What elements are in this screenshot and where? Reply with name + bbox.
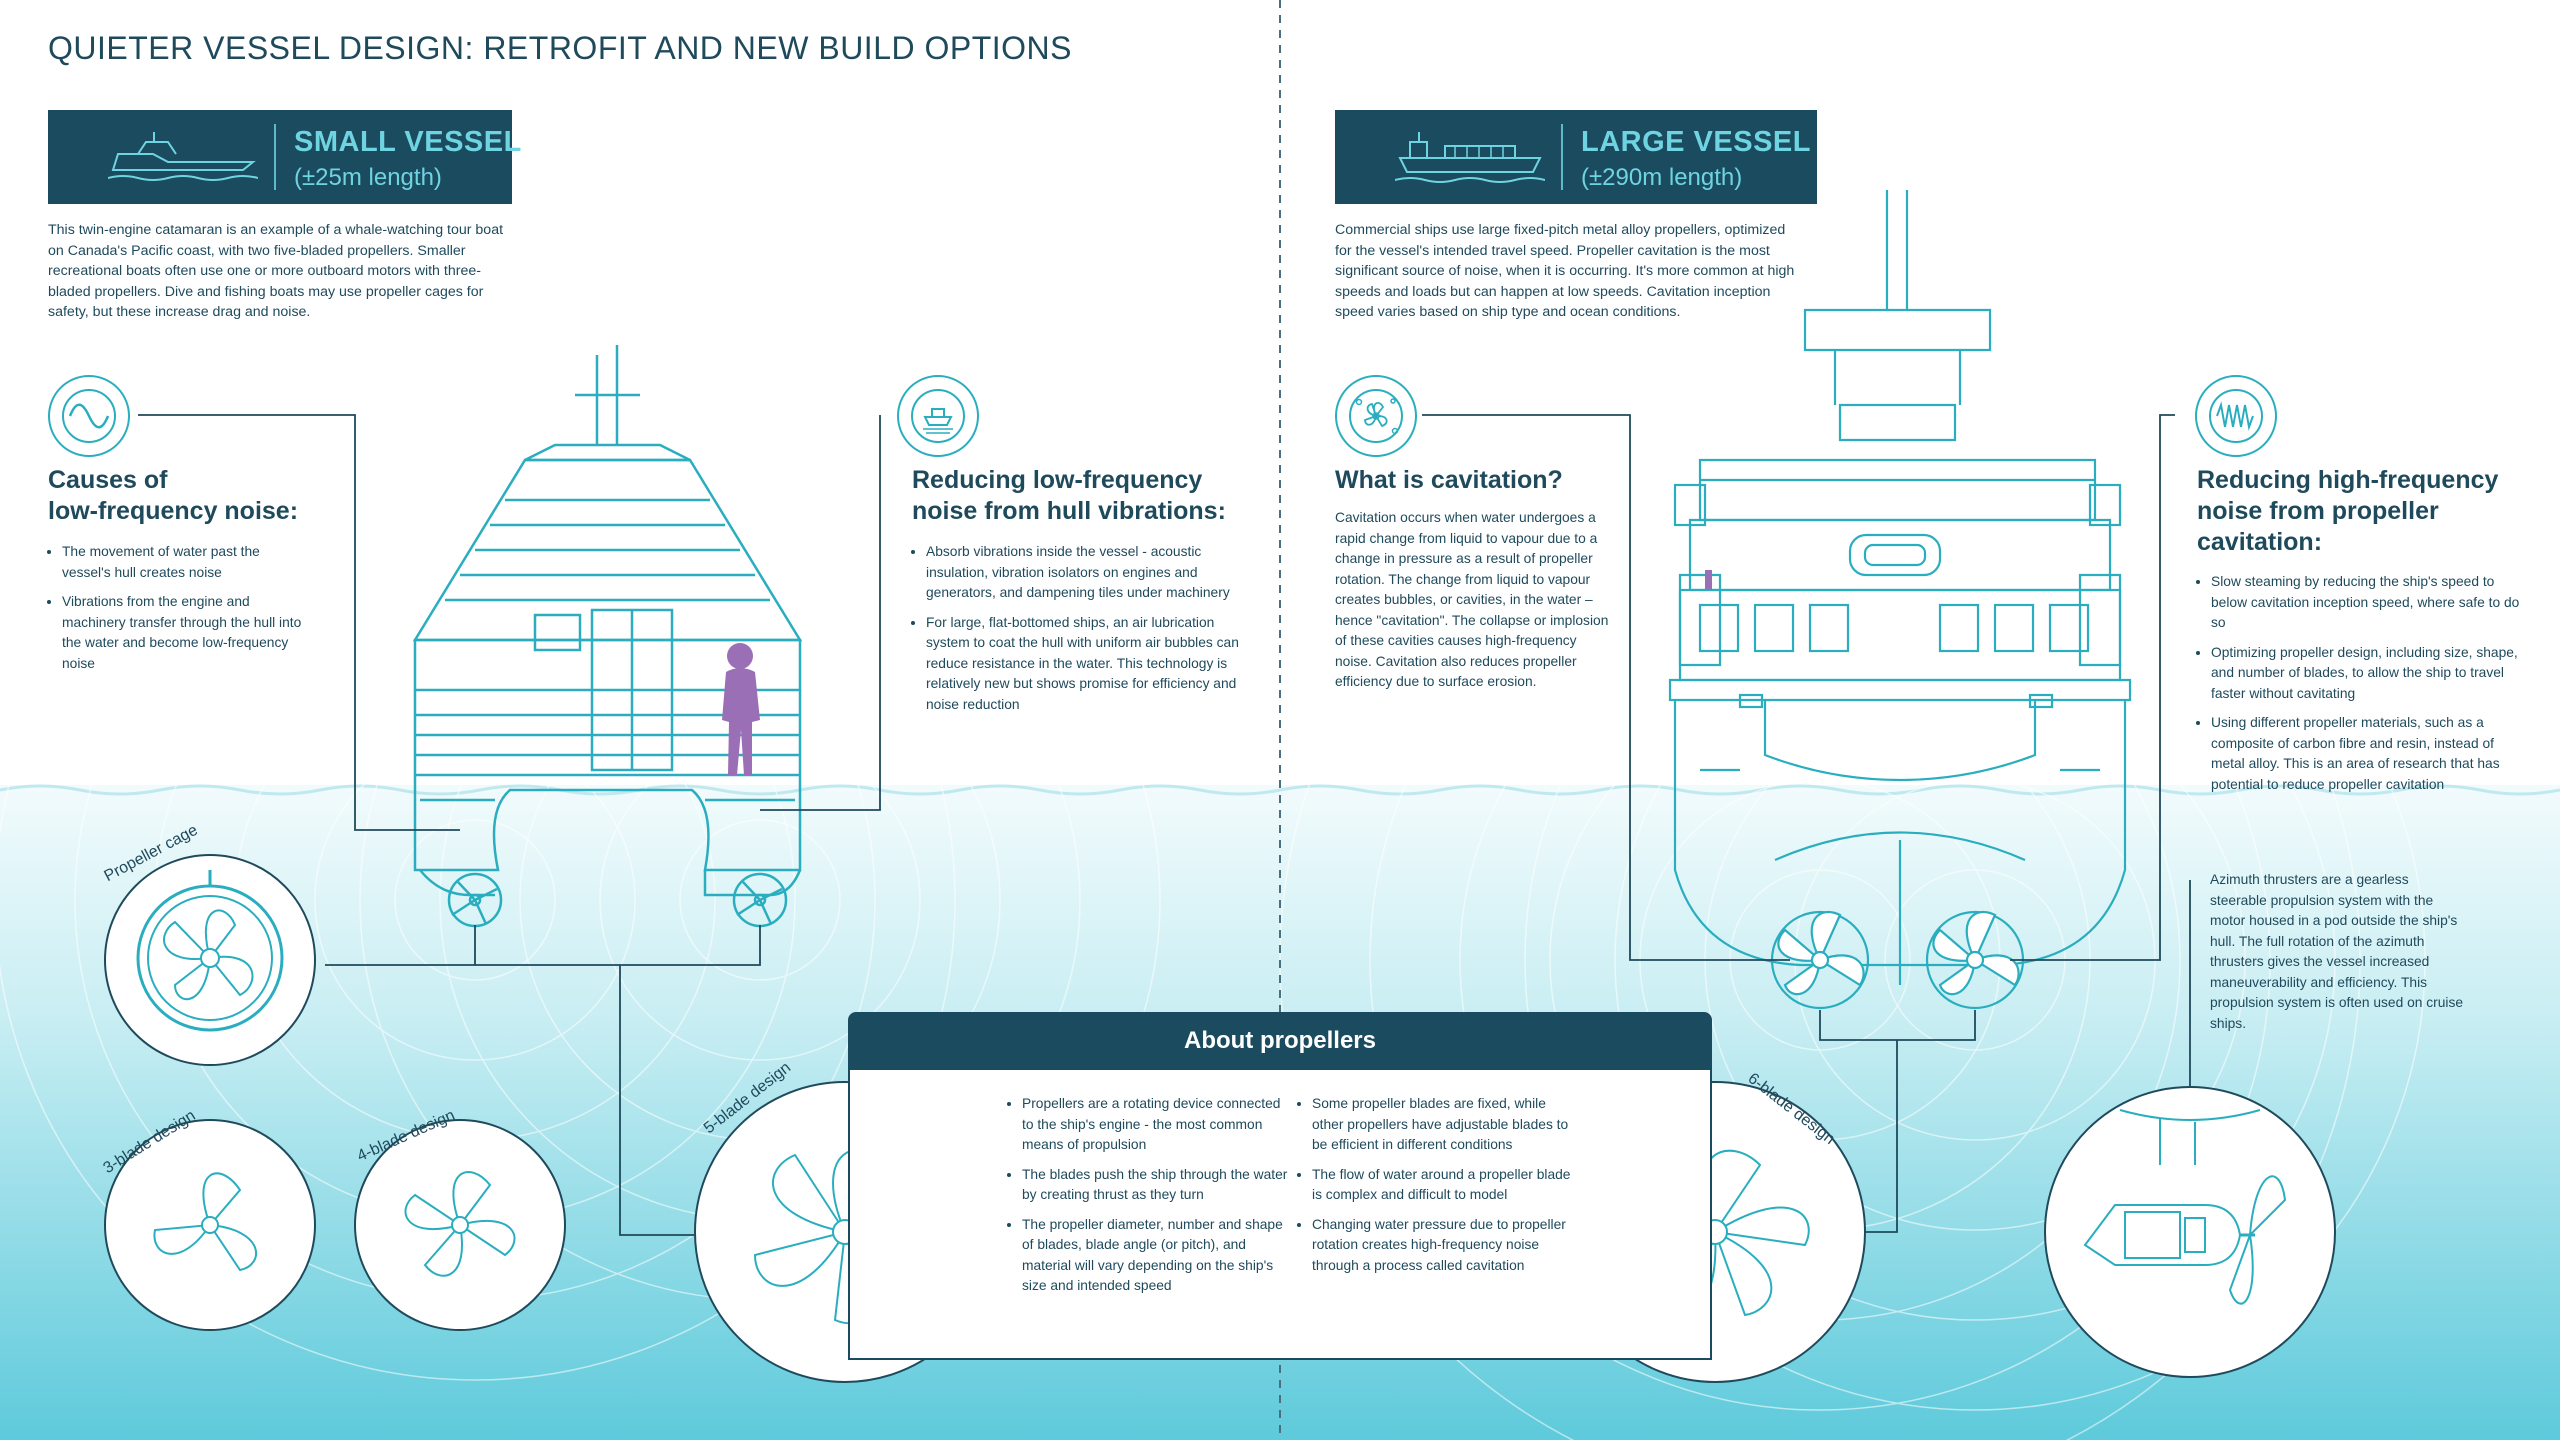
- azimuth-thruster-circle: [2044, 1086, 2336, 1378]
- list-item: Absorb vibrations inside the vessel - ac…: [926, 542, 1256, 604]
- catamaran-drawing: [412, 345, 803, 928]
- cargo-ship-icon: [1395, 132, 1545, 183]
- about-col1-bullets: Propellers are a rotating device connect…: [1008, 1094, 1292, 1306]
- azimuth-text: Azimuth thrusters are a gearless steerab…: [2210, 872, 2464, 1031]
- high-frequency-heading-line2: noise from propeller: [2197, 497, 2439, 525]
- badge-separator: [1561, 124, 1563, 190]
- low-frequency-bullets: The movement of water past the vessel's …: [48, 542, 312, 683]
- low-frequency-heading: Causes of low-frequency noise:: [48, 465, 378, 527]
- small-vessel-badge: SMALL VESSEL (±25m length): [48, 110, 521, 204]
- propeller-bubbles-icon: [1349, 389, 1403, 443]
- large-vessel-intro: Commercial ships use large fixed-pitch m…: [1335, 222, 1795, 320]
- list-item: Propellers are a rotating device connect…: [1022, 1094, 1292, 1156]
- list-item: For large, flat-bottomed ships, an air l…: [926, 613, 1256, 716]
- cavitation-text: Cavitation occurs when water undergoes a…: [1335, 510, 1609, 689]
- list-item: Vibrations from the engine and machinery…: [62, 592, 312, 674]
- large-vessel-label: LARGE VESSEL: [1581, 126, 1811, 158]
- three-blade-circle: [104, 1119, 316, 1331]
- list-item: The movement of water past the vessel's …: [62, 542, 312, 583]
- list-item: Optimizing propeller design, including s…: [2211, 643, 2531, 705]
- high-frequency-wave-icon: [2209, 389, 2263, 443]
- cavitation-icon-circle: [1335, 375, 1417, 457]
- list-item: Some propeller blades are fixed, while o…: [1312, 1094, 1572, 1156]
- high-frequency-heading-line3: cavitation:: [2197, 528, 2323, 556]
- high-frequency-heading: Reducing high-frequency noise from prope…: [2197, 465, 2537, 558]
- low-frequency-heading-line2: low-frequency noise:: [48, 497, 299, 525]
- list-item: The propeller diameter, number and shape…: [1022, 1215, 1292, 1297]
- ship-vibration-icon: [911, 389, 965, 443]
- hull-vibration-heading-line2: noise from hull vibrations:: [912, 497, 1226, 525]
- about-col2-bullets: Some propeller blades are fixed, while o…: [1298, 1094, 1572, 1285]
- small-vessel-intro: This twin-engine catamaran is an example…: [48, 222, 504, 320]
- about-propellers-heading: About propellers: [848, 1012, 1712, 1070]
- low-frequency-icon-circle: [48, 375, 130, 457]
- large-vessel-length: (±290m length): [1581, 164, 1743, 191]
- high-frequency-bullets: Slow steaming by reducing the ship's spe…: [2197, 572, 2531, 804]
- wave-icon: [62, 389, 116, 443]
- about-propellers-panel: [848, 1070, 1712, 1360]
- cavitation-heading: What is cavitation?: [1335, 466, 1563, 494]
- propeller-cage-circle: [104, 854, 316, 1066]
- high-frequency-icon-circle: [2195, 375, 2277, 457]
- list-item: The blades push the ship through the wat…: [1022, 1165, 1292, 1206]
- low-frequency-heading-line1: Causes of: [48, 466, 168, 494]
- small-vessel-length: (±25m length): [294, 164, 442, 191]
- hull-vibration-bullets: Absorb vibrations inside the vessel - ac…: [912, 542, 1256, 724]
- page-title: QUIETER VESSEL DESIGN: RETROFIT AND NEW …: [48, 30, 1072, 66]
- list-item: Using different propeller materials, suc…: [2211, 713, 2531, 795]
- list-item: The flow of water around a propeller bla…: [1312, 1165, 1572, 1206]
- hull-vibration-heading: Reducing low-frequency noise from hull v…: [912, 465, 1292, 527]
- small-vessel-label: SMALL VESSEL: [294, 126, 522, 158]
- list-item: Slow steaming by reducing the ship's spe…: [2211, 572, 2531, 634]
- hull-vibration-heading-line1: Reducing low-frequency: [912, 466, 1203, 494]
- small-person-ship: [1705, 570, 1712, 590]
- small-boat-icon: [108, 132, 258, 181]
- high-frequency-heading-line1: Reducing high-frequency: [2197, 466, 2499, 494]
- list-item: Changing water pressure due to propeller…: [1312, 1215, 1572, 1277]
- person-silhouette: [722, 643, 760, 775]
- four-blade-circle: [354, 1119, 566, 1331]
- hull-vibration-icon-circle: [897, 375, 979, 457]
- large-vessel-badge: LARGE VESSEL (±290m length): [1335, 110, 1817, 204]
- ship-drawing: [1668, 190, 2132, 985]
- badge-separator: [274, 124, 276, 190]
